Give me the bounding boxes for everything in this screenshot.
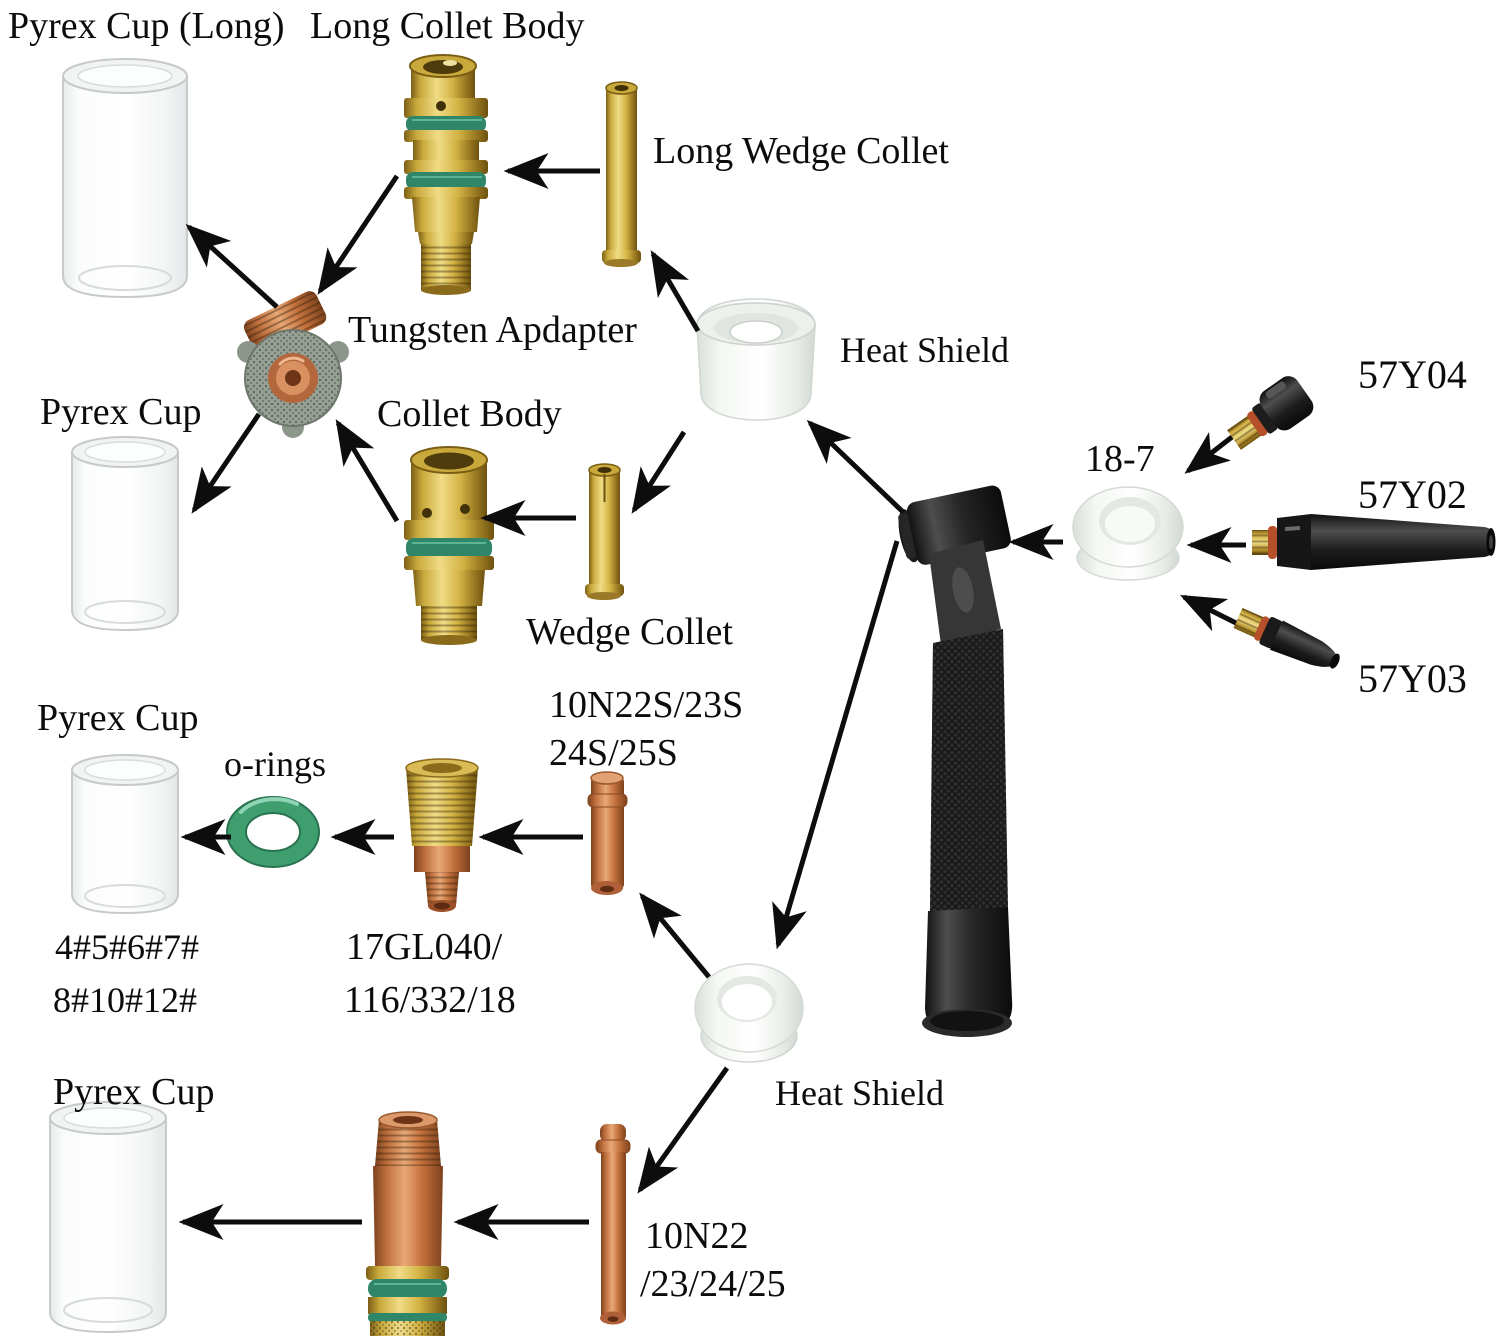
arrow-adapter-to-cup-2: [191, 412, 262, 514]
arrow-57y03-to-18-7: [1179, 594, 1238, 632]
arrow-shield-bottom-to-stubby: [639, 892, 711, 979]
arrow-long-body-to-adapter: [317, 174, 400, 295]
long-wedge-collet: [602, 81, 641, 267]
collet-body: [404, 446, 494, 645]
label-18-7: 18-7: [1085, 438, 1155, 480]
label-cup-sizes-line2: 8#10#12#: [53, 980, 197, 1020]
label-o-rings: o-rings: [224, 744, 326, 784]
label-long-wedge-collet: Long Wedge Collet: [653, 130, 949, 172]
assembly-arrows: [178, 153, 1246, 1240]
arrow-torch-to-shield-top: [806, 419, 905, 514]
label-pyrex-cup-4: Pyrex Cup: [53, 1071, 215, 1113]
arrow-torch-to-shield-bottom: [772, 540, 900, 950]
label-collet-sizes-line1: 10N22: [645, 1215, 748, 1257]
part-57y02: [1252, 514, 1496, 570]
label-57y03: 57Y03: [1358, 656, 1467, 701]
label-tungsten-adapter: Tungsten Apdapter: [348, 309, 637, 351]
arrow-body-to-adapter: [335, 419, 400, 523]
label-cup-sizes-line1: 4#5#6#7#: [55, 927, 199, 967]
label-collet-body: Collet Body: [377, 393, 562, 435]
heat-shield-bottom: [694, 963, 804, 1063]
tungsten-adapter: [237, 291, 349, 438]
arrow-shield-top-to-wedge: [631, 430, 687, 514]
label-stubby-collet-line2: 24S/25S: [549, 732, 678, 774]
label-pyrex-cup-long: Pyrex Cup (Long): [8, 5, 285, 47]
label-gas-lens-line2: 116/332/18: [344, 979, 516, 1021]
pyrex-cup-long: [62, 58, 188, 299]
part-57y04: [1227, 376, 1314, 450]
label-57y02: 57Y02: [1358, 472, 1467, 517]
arrow-shield-bottom-to-collet: [637, 1066, 730, 1194]
arrow-57y04-to-18-7: [1184, 431, 1234, 474]
arrow-shield-top-to-long-wedge: [650, 250, 701, 333]
pyrex-cup-2: [71, 436, 179, 632]
label-gas-lens-line1: 17GL040/: [346, 926, 503, 968]
collet-body-bottom: [366, 1111, 449, 1336]
label-pyrex-cup-3: Pyrex Cup: [37, 697, 199, 739]
label-57y04: 57Y04: [1358, 352, 1467, 397]
tig-torch: [898, 485, 1013, 1037]
arrow-adapter-to-cup-long: [185, 223, 279, 309]
label-collet-sizes-line2: /23/24/25: [640, 1263, 786, 1305]
label-stubby-collet-line1: 10N22S/23S: [549, 684, 743, 726]
stubby-collet-10n22s: [587, 771, 628, 895]
collet-10n22: [595, 1124, 631, 1325]
part-57y03: [1233, 607, 1340, 669]
long-collet-body: [404, 54, 488, 295]
part-18-7: [1072, 486, 1184, 581]
label-pyrex-cup-2: Pyrex Cup: [40, 391, 202, 433]
label-heat-shield-top: Heat Shield: [840, 330, 1009, 370]
pyrex-cup-4: [49, 1101, 167, 1334]
heat-shield-top: [696, 298, 816, 421]
o-ring: [226, 796, 320, 868]
label-long-collet-body: Long Collet Body: [310, 5, 584, 47]
gas-lens-17gl040: [405, 758, 479, 912]
label-heat-shield-bottom: Heat Shield: [775, 1073, 944, 1113]
pyrex-cup-3: [71, 754, 179, 915]
label-wedge-collet: Wedge Collet: [526, 611, 733, 653]
wedge-collet: [585, 463, 624, 600]
